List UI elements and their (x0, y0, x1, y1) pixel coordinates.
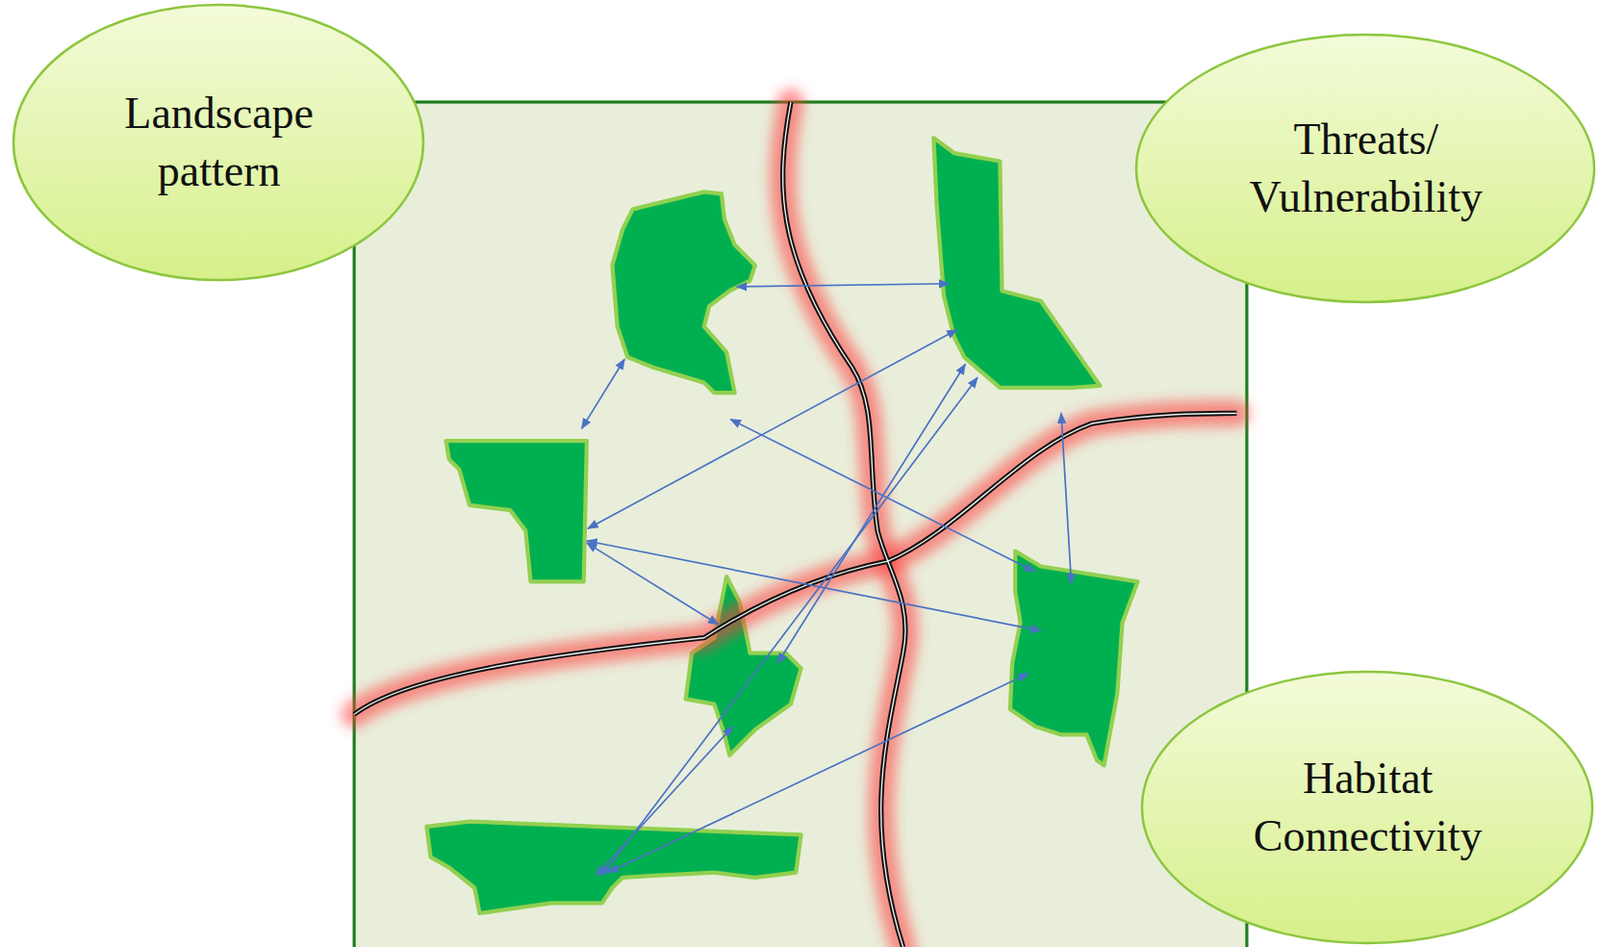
ellipse-shape (1134, 32, 1597, 305)
ellipse-node: Landscape pattern (11, 2, 426, 282)
node-label: Threats/ Vulnerability (1248, 110, 1484, 227)
ellipse-node: Threats/ Vulnerability (1134, 32, 1597, 305)
habitat-patch (933, 137, 1100, 388)
habitat-patch (446, 440, 587, 582)
ellipse-shape (1140, 669, 1595, 945)
road (783, 101, 906, 947)
ellipse-shape (11, 2, 426, 282)
node-label: Landscape pattern (124, 84, 315, 201)
ellipse-node: Habitat Connectivity (1140, 669, 1595, 945)
habitat-patch (426, 821, 801, 914)
roads (354, 101, 1237, 947)
landscape-square (354, 101, 1247, 947)
habitat-patch (611, 191, 755, 393)
road (354, 412, 1237, 714)
connectivity-arrows (582, 283, 1072, 876)
node-label: Habitat Connectivity (1252, 749, 1483, 865)
habitat-patch (1010, 551, 1139, 766)
